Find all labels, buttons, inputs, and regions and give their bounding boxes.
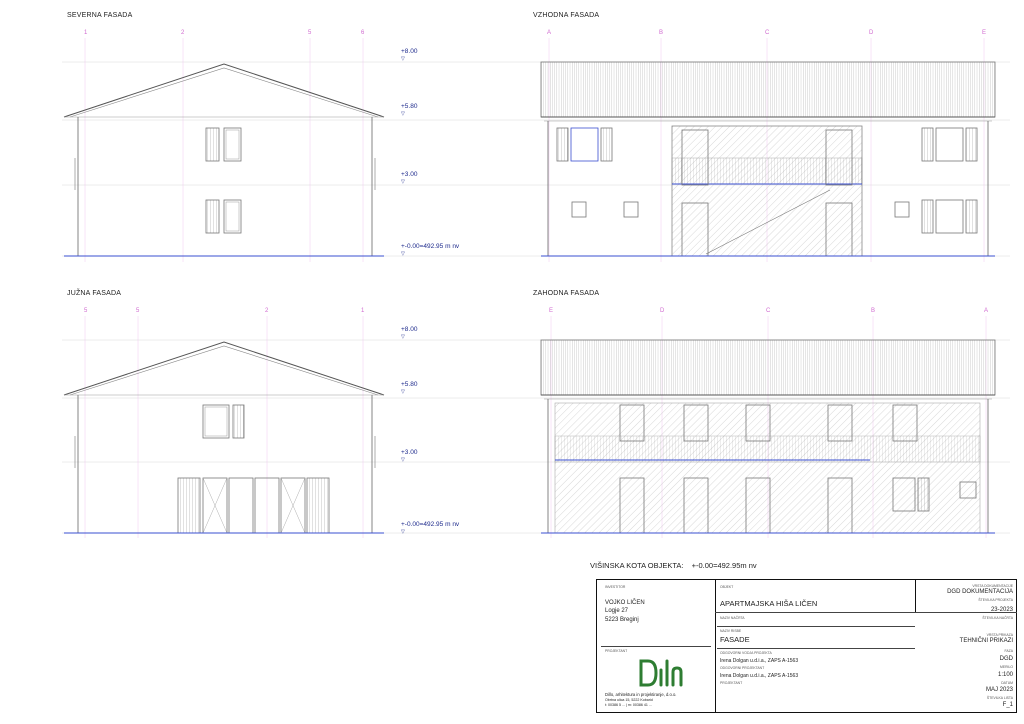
- south-facade: [63, 341, 385, 534]
- author-label: PROJEKTANT: [720, 681, 743, 685]
- axis-label: E: [982, 30, 987, 36]
- axis-label: 2: [265, 308, 269, 314]
- level-marker: +8.00▽: [401, 48, 417, 62]
- divider: [601, 646, 711, 647]
- level-label: +5.80: [401, 103, 418, 110]
- doc-type: DGD DOKUMENTACIJA: [947, 589, 1013, 595]
- level-marker: +3.00▽: [401, 449, 417, 463]
- level-label: +3.00: [401, 171, 418, 178]
- axis-label: D: [660, 308, 665, 314]
- axis-label: 1: [361, 308, 365, 314]
- divider: [715, 612, 1017, 613]
- level-marker: +3.00▽: [401, 171, 417, 185]
- investor-city: 5223 Breginj: [605, 617, 639, 623]
- level-label: +-0.00=492.95 m nv: [401, 243, 460, 250]
- level-label: +3.00: [401, 449, 418, 456]
- level-triangle-icon: ▽: [401, 111, 405, 117]
- date: MAJ 2023: [985, 687, 1013, 693]
- part-label: NAZIV NAČRTA: [720, 616, 745, 620]
- level-triangle-icon: ▽: [401, 529, 405, 535]
- level-label: +8.00: [401, 326, 418, 333]
- date-label: DATUM: [1001, 681, 1013, 685]
- axis-label: 5: [136, 308, 140, 314]
- scale-label: MERILO: [1000, 665, 1013, 669]
- designer-address: Obrtna ulica 15, 5222 Kobarid: [605, 698, 653, 702]
- west-facade-title: ZAHODNA FASADA: [533, 290, 600, 297]
- sheet-label: ŠTEVILKA LISTA: [986, 696, 1013, 700]
- level-marker: +-0.00=492.95 m nv▽: [401, 521, 459, 535]
- designer-label: PROJEKTANT: [605, 649, 628, 653]
- scale: 1:100: [997, 672, 1013, 678]
- height-reference-label: VIŠINSKA KOTA OBJEKTA:: [590, 561, 684, 570]
- lead-designer-label: ODGOVORNI VODJA PROJEKTA: [720, 651, 772, 655]
- phase-label: FAZA: [1004, 649, 1013, 653]
- level-triangle-icon: ▽: [401, 334, 405, 340]
- axis-label: 2: [181, 30, 185, 36]
- investor-name: VOJKO LIČEN: [605, 600, 645, 606]
- drawing-label: NAZIV RISBE: [720, 629, 742, 633]
- level-marker: +-0.00=492.95 m nv▽: [401, 243, 459, 257]
- axis-label: 6: [361, 30, 365, 36]
- divider: [715, 580, 716, 712]
- axis-label: 5: [84, 308, 88, 314]
- level-triangle-icon: ▽: [401, 179, 405, 185]
- plan-type-label: VRSTA PRIKAZA: [986, 633, 1013, 637]
- axis-label: 1: [84, 30, 88, 36]
- north-facade-title: SEVERNA FASADA: [67, 12, 133, 19]
- drawing-name: FASADE: [720, 635, 750, 644]
- axis-label: A: [547, 30, 552, 36]
- level-marker: +8.00▽: [401, 326, 417, 340]
- dillo-logo-icon: [639, 659, 683, 687]
- level-triangle-icon: ▽: [401, 389, 405, 395]
- level-triangle-icon: ▽: [401, 56, 405, 62]
- title-block: INVESTITOR VOJKO LIČEN Logje 27 5223 Bre…: [596, 579, 1017, 713]
- axis-label: A: [984, 308, 989, 314]
- phase: DGD: [999, 656, 1013, 662]
- height-reference-value: +-0.00=492.95m nv: [691, 561, 757, 570]
- plan-no-label: ŠTEVILKA NAČRTA: [982, 616, 1013, 620]
- south-facade-title: JUŽNA FASADA: [67, 290, 122, 297]
- axis-label: E: [549, 308, 554, 314]
- doc-type-label: VRSTA DOKUMENTACIJE: [972, 584, 1013, 588]
- level-label: +-0.00=492.95 m nv: [401, 521, 460, 528]
- level-label: +5.80: [401, 381, 418, 388]
- project-no: 23-2023: [990, 607, 1013, 613]
- object-label: OBJEKT: [720, 585, 734, 589]
- divider: [915, 580, 916, 612]
- divider: [717, 648, 915, 649]
- east-facade: [540, 61, 996, 257]
- axis-label: C: [765, 30, 770, 36]
- responsible-label: ODGOVORNI PROJEKTANT: [720, 666, 765, 670]
- level-marker: +5.80▽: [401, 381, 417, 395]
- project-no-label: ŠTEVILKA PROJEKTA: [978, 598, 1013, 602]
- east-facade-title: VZHODNA FASADA: [533, 12, 600, 19]
- north-facade: [63, 63, 385, 257]
- designer-contact: t: 00386 5 ... | m: 00386 41 ...: [605, 703, 652, 707]
- level-marker: +5.80▽: [401, 103, 417, 117]
- level-triangle-icon: ▽: [401, 457, 405, 463]
- plan-type: TEHNIČNI PRIKAZI: [959, 638, 1013, 644]
- axis-label: 5: [308, 30, 312, 36]
- investor-label: INVESTITOR: [605, 585, 626, 589]
- lead-designer: Irena Dolgan u.d.i.a., ZAPS A-1563: [720, 658, 799, 664]
- responsible-designer: Irena Dolgan u.d.i.a., ZAPS A-1563: [720, 673, 799, 679]
- level-label: +8.00: [401, 48, 418, 55]
- height-reference: VIŠINSKA KOTA OBJEKTA: +-0.00=492.95m nv: [590, 561, 763, 570]
- axis-label: C: [766, 308, 771, 314]
- level-triangle-icon: ▽: [401, 251, 405, 257]
- divider: [717, 626, 915, 627]
- west-facade: [540, 339, 996, 534]
- investor-address: Logje 27: [605, 608, 629, 614]
- axis-label: B: [871, 308, 876, 314]
- sheet-number: F_1: [1002, 702, 1013, 708]
- axis-label: D: [869, 30, 874, 36]
- object-name: APARTMAJSKA HIŠA LIČEN: [720, 599, 818, 608]
- designer-text: Dillo, arhitektura in projektiranje, d.o…: [605, 692, 677, 697]
- axis-label: B: [659, 30, 664, 36]
